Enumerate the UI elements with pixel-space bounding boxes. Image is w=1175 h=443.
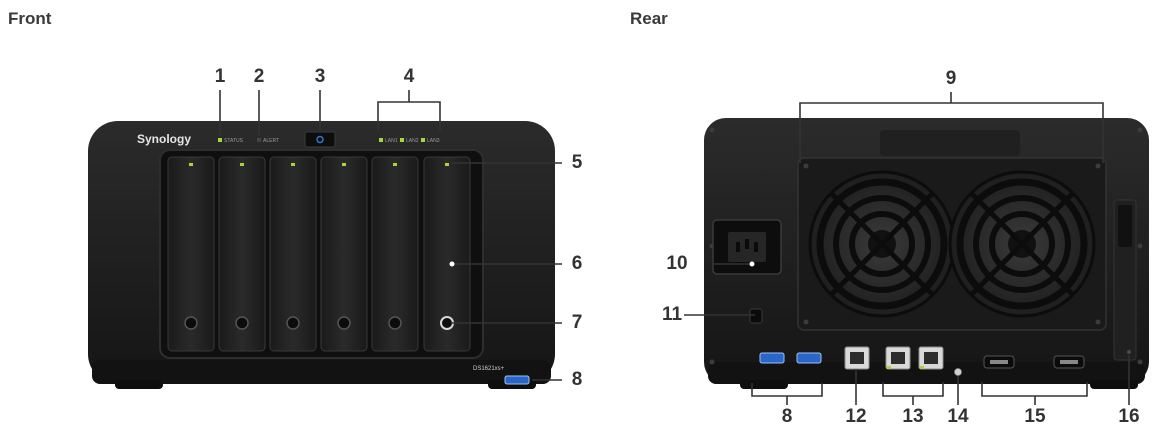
callout-dot-10 [749,261,755,267]
drive-led-1 [189,163,193,166]
status-label: STATUS [224,138,244,144]
callout-8-front: 8 [571,369,583,390]
callout-7: 7 [571,312,583,333]
rear-port-16 [1127,350,1131,354]
callout-5: 5 [571,152,583,173]
tray-lock-1[interactable] [184,316,198,330]
rear-foot-left [740,380,788,389]
rear-top-tab [880,130,1020,156]
drive-trays [167,156,471,352]
tray-lock-3[interactable] [286,316,300,330]
drive-tray-6[interactable] [423,156,471,352]
rear-foot-right [1090,380,1138,389]
power-icon [316,135,324,144]
callout-2: 2 [253,66,265,87]
front-foot-left [115,380,163,389]
rear-usb-port-1[interactable] [759,352,785,364]
callout-dot-6 [449,261,455,267]
callout-15: 15 [1024,406,1046,427]
rear-heading: Rear [630,9,668,28]
drive-led-3 [291,163,295,166]
rear-base [708,362,1145,384]
lan2-led [400,138,404,142]
lan3-led [421,138,425,142]
callout-4: 4 [403,66,415,87]
front-unit: Synology STATUS ALERT LAN1 LAN2 LAN3 DS1… [88,121,555,389]
tray-lock-4[interactable] [337,316,351,330]
brand-logo: Synology [137,132,191,146]
callout-12: 12 [845,406,867,427]
drive-led-4 [342,163,346,166]
callout-16: 16 [1118,406,1140,427]
drive-led-2 [240,163,244,166]
drive-tray-5[interactable] [371,156,419,352]
tray-lock-2[interactable] [235,316,249,330]
front-base [92,360,551,384]
front-heading: Front [8,9,52,28]
lan1-label: LAN1 [385,138,398,144]
alert-label: ALERT [263,138,279,144]
drive-tray-1[interactable] [167,156,215,352]
callout-10: 10 [666,253,688,274]
fan-left [808,170,956,318]
front-callout-lines [219,90,562,381]
callout-8-rear: 8 [781,406,793,427]
drive-tray-4[interactable] [320,156,368,352]
power-button[interactable] [304,131,336,148]
callout-14: 14 [947,406,969,427]
k-lock-slot [749,308,763,324]
rear-usb-port-2[interactable] [796,352,822,364]
alert-led [257,138,261,142]
lan3-label: LAN3 [427,138,440,144]
callout-13: 13 [902,406,924,427]
drive-led-5 [393,163,397,166]
rear-callout-lines [684,92,1130,405]
callout-1: 1 [214,66,226,87]
callout-9: 9 [945,68,957,89]
lan1-led [379,138,383,142]
drive-led-6 [445,163,449,166]
status-led [218,138,222,142]
lan2-label: LAN2 [406,138,419,144]
callout-3: 3 [314,66,326,87]
model-label: DS1621xs+ [473,366,505,372]
callout-6: 6 [571,253,583,274]
tray-lock-5[interactable] [388,316,402,330]
callout-11: 11 [661,304,683,325]
front-usb-port[interactable] [504,375,530,385]
drive-tray-3[interactable] [269,156,317,352]
reset-button[interactable] [954,368,962,376]
fan-right [948,170,1096,318]
drive-tray-2[interactable] [218,156,266,352]
rear-unit [704,118,1149,389]
